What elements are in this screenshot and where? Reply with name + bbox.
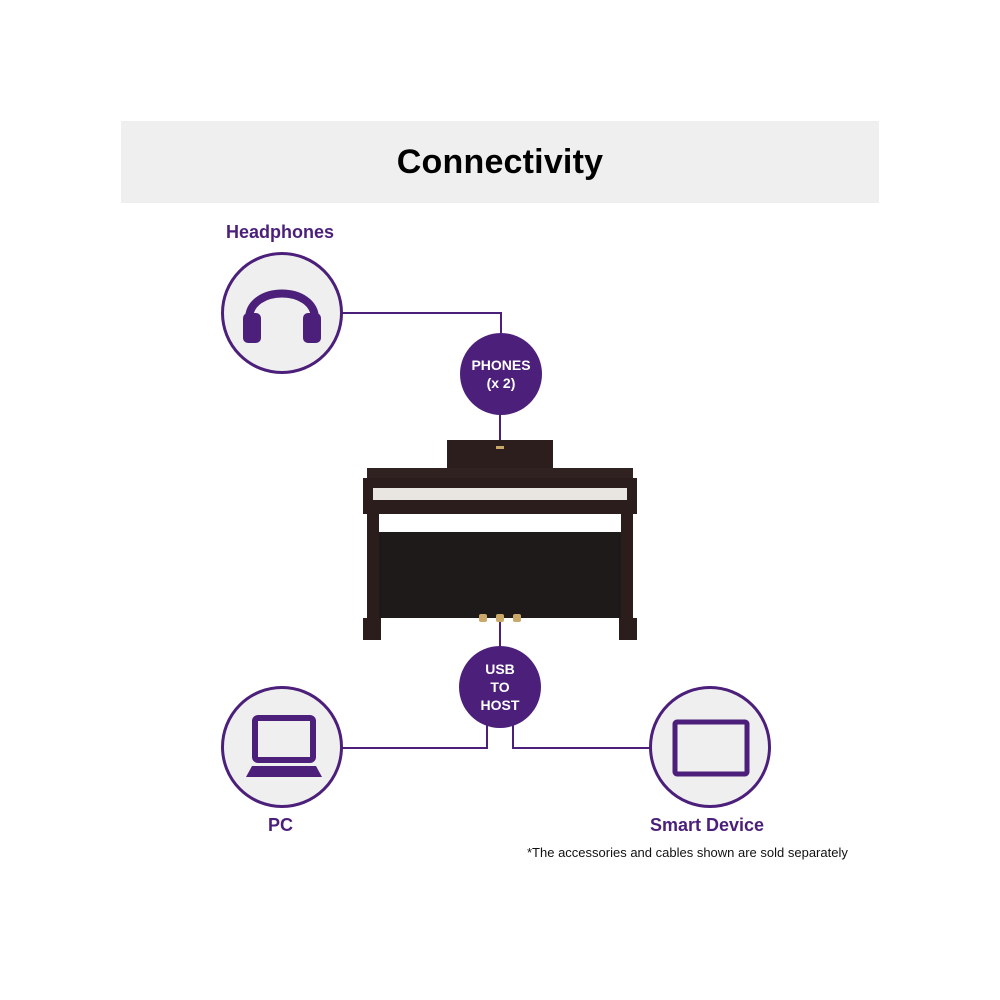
usb-port-label-1: USB: [485, 661, 515, 677]
laptop-icon: [246, 715, 322, 779]
phones-port: PHONES (x 2): [460, 333, 542, 415]
connector-smart-v: [512, 725, 514, 749]
pc-label: PC: [268, 815, 294, 835]
headphones-label: Headphones: [226, 222, 335, 242]
pc-node: [221, 686, 343, 808]
phones-port-label: PHONES: [471, 357, 531, 373]
phones-port-count: (x 2): [486, 375, 516, 391]
usb-to-host-port: USB TO HOST: [459, 646, 541, 728]
connector-pc-v: [486, 725, 488, 749]
smart-device-node: [649, 686, 771, 808]
smart-device-label: Smart Device: [650, 815, 765, 835]
tablet-icon: [672, 719, 750, 777]
page-title: Connectivity: [396, 142, 604, 181]
usb-port-label-3: HOST: [480, 697, 520, 713]
connector-headphones-h: [342, 312, 502, 314]
connector-headphones-v: [500, 312, 502, 334]
footnote: *The accessories and cables shown are so…: [527, 845, 848, 860]
headphones-node: [221, 252, 343, 374]
connector-pc-h: [342, 747, 488, 749]
headphones-icon: [241, 275, 323, 347]
piano-image: [363, 440, 637, 640]
connector-smart-h: [512, 747, 650, 749]
connector-piano-top: [499, 414, 501, 440]
connector-piano-bottom: [499, 622, 501, 650]
title-banner: Connectivity: [121, 121, 879, 203]
usb-port-label-2: TO: [490, 679, 510, 695]
